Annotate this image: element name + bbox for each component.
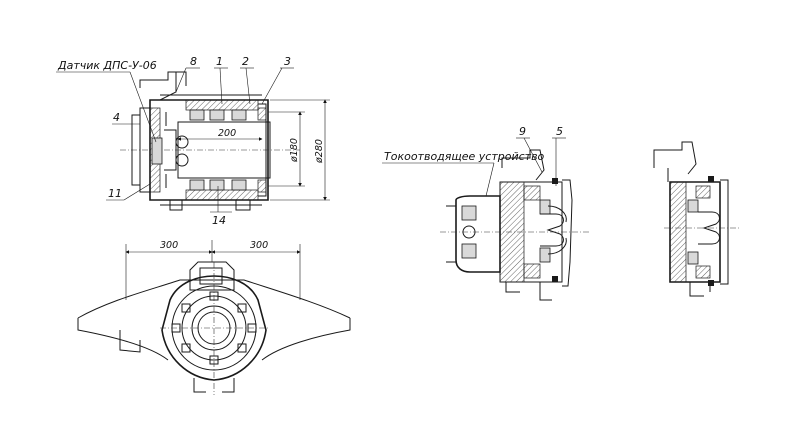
- label-current-device: Токоотводящее устройство: [384, 150, 545, 163]
- callout-5: 5: [556, 125, 563, 138]
- callout-3: 3: [284, 55, 291, 68]
- dim-d280: ø280: [314, 139, 325, 164]
- label-sensor: Датчик ДПС-У-06: [57, 59, 157, 72]
- dim-d180: ø180: [289, 138, 300, 163]
- callout-11: 11: [108, 187, 122, 200]
- callout-9: 9: [519, 125, 526, 138]
- dim-300-left: 300: [160, 240, 178, 251]
- callout-4: 4: [113, 111, 120, 124]
- callout-1: 1: [216, 55, 223, 68]
- dim-300-right: 300: [250, 240, 268, 251]
- view-current-collector: Токоотводящее устройство 9 5: [382, 125, 590, 301]
- callout-8: 8: [190, 55, 197, 68]
- view-axlebox-section: 200 ø180 ø280 Датчик ДПС-У-06 8 1 2 3 4: [56, 55, 330, 227]
- view-end-view: 300 300: [77, 240, 351, 395]
- callout-2: 2: [242, 55, 249, 68]
- dim-200: 200: [218, 128, 236, 139]
- view-axlebox-plain: [653, 141, 740, 297]
- callout-14: 14: [212, 214, 226, 227]
